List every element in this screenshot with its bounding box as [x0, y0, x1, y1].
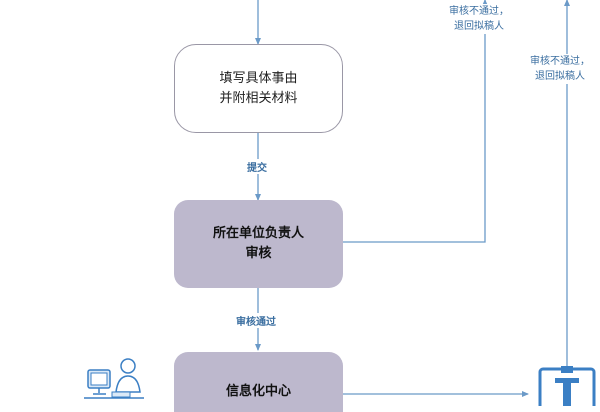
node-unit-head-review-line2: 审核: [245, 246, 272, 261]
node-unit-head-review: 所在单位负责人 审核: [174, 200, 343, 288]
flowchart: 填写具体事由 并附相关材料 提交 所在单位负责人 审核 审核通过 信息化中心 审…: [84, 0, 596, 412]
note-reject-2: 审核不通过， 退回拟稿人: [528, 54, 592, 84]
node-fill-details-line1: 填写具体事由: [219, 70, 298, 86]
note-reject-2-line1: 审核不通过，: [530, 56, 590, 67]
note-reject-1-line1: 审核不通过，: [449, 6, 509, 17]
computer-user-icon: [84, 358, 144, 399]
edge-label-review-passed: 审核通过: [234, 313, 278, 328]
note-reject-2-line2: 退回拟稿人: [535, 71, 585, 82]
edge-label-submit: 提交: [245, 159, 269, 174]
connector-reject-1: [343, 0, 488, 243]
note-reject-1: 审核不通过， 退回拟稿人: [447, 4, 511, 34]
node-fill-details: 填写具体事由 并附相关材料: [174, 44, 343, 133]
node-fill-details-line2: 并附相关材料: [219, 90, 298, 106]
node-unit-head-review-line1: 所在单位负责人: [212, 226, 304, 241]
note-reject-1-line2: 退回拟稿人: [454, 21, 504, 32]
document-clipboard-icon: [538, 366, 596, 406]
node-info-center-line1: 信息化中心: [225, 384, 291, 399]
node-info-center: 信息化中心: [174, 352, 343, 412]
